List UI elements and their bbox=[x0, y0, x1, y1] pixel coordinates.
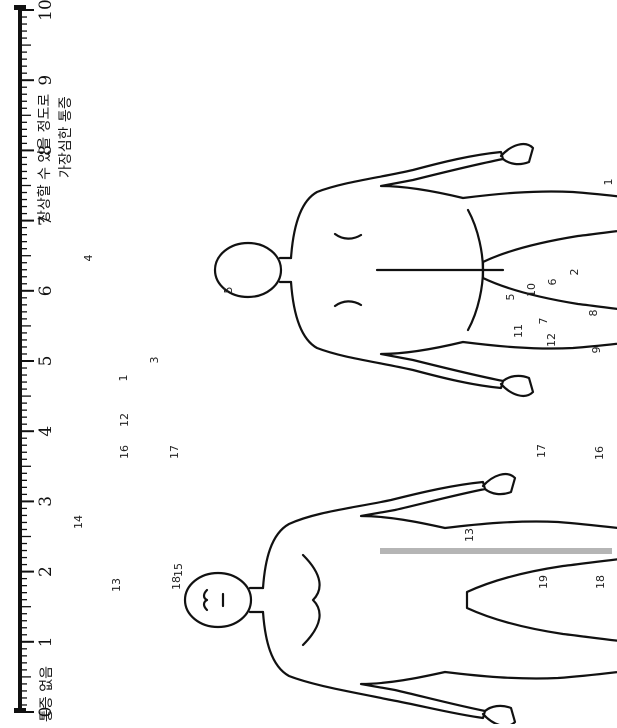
scale-tick-label: 5 bbox=[36, 356, 56, 367]
front-face bbox=[204, 590, 223, 610]
scale-tick-label: 6 bbox=[36, 285, 56, 296]
scale-tick-label: 9 bbox=[36, 75, 56, 86]
no-pain-label: 통증 없음 bbox=[36, 666, 56, 722]
scale-tick-label: 10 bbox=[36, 0, 56, 21]
back-region-14-number: 14 bbox=[72, 515, 85, 529]
front-region-2-number: 2 bbox=[568, 269, 581, 276]
scale-tick-label: 2 bbox=[36, 566, 56, 577]
front-region-10-number: 10 bbox=[525, 283, 538, 297]
back-shoulder-blades bbox=[335, 234, 361, 306]
worst-pain-label-line2: 가장심한 통증 bbox=[55, 96, 75, 178]
front-region-9-number: 9 bbox=[590, 347, 603, 354]
back-region-1-number: 1 bbox=[117, 375, 130, 382]
back-region-3-number: 3 bbox=[148, 357, 161, 364]
front-region-1-number: 1 bbox=[602, 179, 615, 186]
back-region-numbers: 134512131415161718 bbox=[72, 255, 235, 593]
back-region-16-number: 16 bbox=[118, 445, 131, 459]
back-region-12-number: 12 bbox=[118, 413, 131, 427]
back-view-body-figure bbox=[215, 144, 617, 396]
back-region-5-number: 5 bbox=[222, 287, 235, 294]
front-view-body-figure bbox=[185, 474, 617, 724]
front-body-outline bbox=[263, 482, 617, 718]
worst-pain-label-line1: 상상할 수 있을 정도로 bbox=[34, 94, 54, 223]
front-region-18-number: 18 bbox=[594, 575, 607, 589]
front-region-6-number: 6 bbox=[546, 279, 559, 286]
front-region-numbers: 12456789101112131416171819 bbox=[463, 179, 617, 590]
back-region-18-number: 18 bbox=[170, 576, 183, 590]
front-region-16-number: 16 bbox=[593, 446, 606, 460]
scale-tick-label: 1 bbox=[36, 636, 56, 647]
front-region-17-number: 17 bbox=[535, 444, 548, 458]
back-region-17-number: 17 bbox=[168, 445, 181, 459]
front-head bbox=[185, 573, 251, 627]
front-midline bbox=[380, 548, 612, 554]
front-region-11-number: 11 bbox=[512, 324, 525, 338]
back-region-4-number: 4 bbox=[82, 255, 95, 262]
back-region-15-number: 15 bbox=[172, 563, 185, 577]
back-region-13-number: 13 bbox=[110, 578, 123, 592]
front-region-8-number: 8 bbox=[587, 310, 600, 317]
front-hands bbox=[483, 474, 515, 724]
front-region-19-number: 19 bbox=[537, 575, 550, 589]
scale-axis-line bbox=[18, 8, 22, 712]
front-region-5-number: 5 bbox=[504, 294, 517, 301]
back-hands bbox=[501, 144, 533, 396]
scale-tick-label: 4 bbox=[36, 426, 56, 437]
front-chest-line bbox=[303, 555, 320, 645]
front-region-12-number: 12 bbox=[545, 333, 558, 347]
front-region-13-number: 13 bbox=[463, 528, 476, 542]
front-region-7-number: 7 bbox=[537, 318, 550, 325]
scale-tick-label: 3 bbox=[36, 496, 56, 507]
